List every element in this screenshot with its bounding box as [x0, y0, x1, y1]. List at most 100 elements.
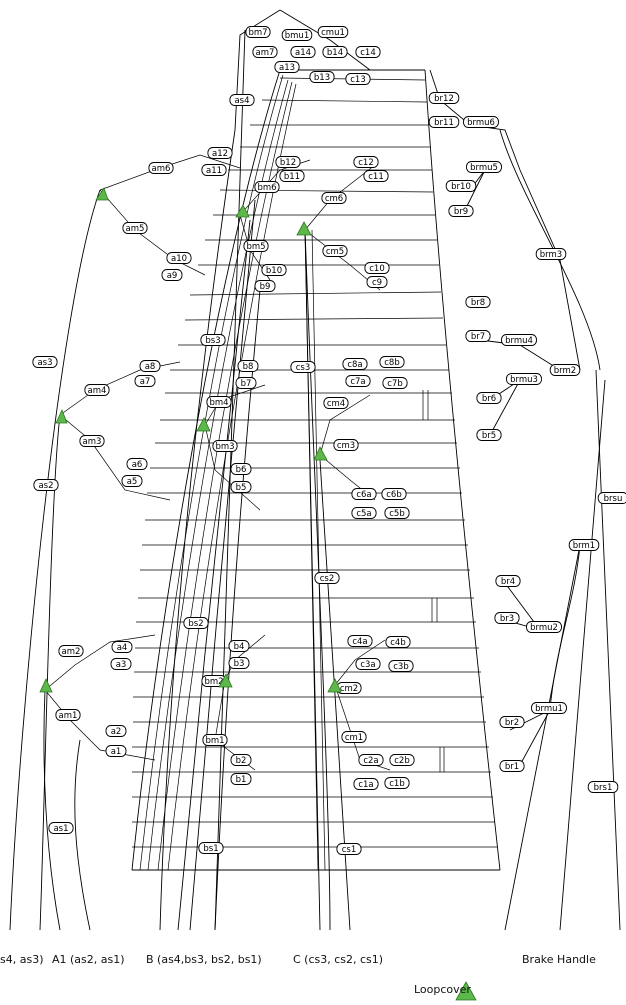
label-text-cm4: cm4	[327, 399, 345, 409]
label-br11: br11	[428, 116, 460, 128]
label-a13: a13	[274, 61, 300, 73]
label-a3: a3	[110, 658, 132, 670]
label-text-cm6: cm6	[325, 194, 343, 204]
label-text-b8: b8	[243, 362, 254, 372]
label-text-a8: a8	[145, 362, 156, 372]
label-c12: c12	[353, 156, 379, 168]
label-brmu2: brmu2	[526, 621, 562, 633]
label-b9: b9	[254, 280, 276, 292]
label-text-br11: br11	[434, 118, 454, 128]
label-c2b: c2b	[389, 754, 415, 766]
label-text-brm3: brm3	[540, 250, 562, 260]
label-text-c9: c9	[372, 278, 382, 288]
label-text-cm5: cm5	[326, 247, 344, 257]
label-text-cs3: cs3	[296, 363, 311, 373]
label-text-a10: a10	[171, 254, 187, 264]
label-text-bm4: bm4	[209, 398, 228, 408]
label-a4: a4	[111, 641, 133, 653]
label-cs3: cs3	[290, 361, 316, 373]
label-text-c5a: c5a	[356, 509, 371, 519]
label-c3a: c3a	[355, 658, 381, 670]
label-text-br3: br3	[500, 614, 514, 624]
label-text-b4: b4	[234, 642, 245, 652]
label-text-c2b: c2b	[394, 756, 409, 766]
label-text-brmu6: brmu6	[467, 118, 495, 128]
label-a11: a11	[201, 164, 227, 176]
sail-vertical-lines	[139, 74, 445, 871]
label-text-cmu1: cmu1	[321, 28, 345, 38]
label-br5: br5	[476, 429, 502, 441]
label-text-as3: as3	[37, 358, 52, 368]
label-b11: b11	[279, 170, 305, 182]
label-text-as1: as1	[53, 824, 68, 834]
label-a9: a9	[161, 269, 183, 281]
label-text-b14: b14	[327, 48, 343, 58]
label-text-brmu4: brmu4	[505, 336, 533, 346]
label-text-cs1: cs1	[342, 845, 357, 855]
label-c10: c10	[364, 262, 390, 274]
label-cm1: cm1	[341, 731, 367, 743]
label-bs1: bs1	[198, 842, 224, 854]
label-c4a: c4a	[347, 635, 373, 647]
label-a14: a14	[290, 46, 316, 58]
label-text-b7: b7	[241, 379, 252, 389]
label-text-br12: br12	[434, 94, 454, 104]
label-c4b: c4b	[385, 636, 411, 648]
label-c13: c13	[345, 73, 371, 85]
label-b7: b7	[235, 377, 257, 389]
label-br1: br1	[499, 760, 525, 772]
label-b13: b13	[309, 71, 335, 83]
label-text-br1: br1	[505, 762, 519, 772]
label-cm4: cm4	[323, 397, 349, 409]
label-text-br4: br4	[501, 577, 515, 587]
label-text-cm3: cm3	[337, 441, 355, 451]
label-text-am3: am3	[83, 437, 102, 447]
label-a6: a6	[126, 458, 148, 470]
label-a1: a1	[105, 745, 127, 757]
label-c8a: c8a	[342, 358, 368, 370]
label-am6: am6	[148, 162, 174, 174]
label-b3: b3	[228, 657, 250, 669]
label-text-c1b: c1b	[389, 779, 404, 789]
label-text-bm6: bm6	[257, 183, 276, 193]
label-text-b12: b12	[280, 158, 296, 168]
label-b14: b14	[322, 46, 348, 58]
label-a10: a10	[166, 252, 192, 264]
footer-brake-handle: Brake Handle	[522, 953, 596, 966]
label-text-brsu: brsu	[604, 494, 623, 504]
label-text-c11: c11	[368, 172, 384, 182]
label-text-b2: b2	[236, 756, 247, 766]
label-b10: b10	[261, 264, 287, 276]
label-brmu3: brmu3	[506, 373, 542, 385]
label-text-c7a: c7a	[350, 377, 365, 387]
label-bmu1: bmu1	[281, 29, 313, 41]
label-bm7: bm7	[245, 26, 271, 38]
label-br4: br4	[495, 575, 521, 587]
label-text-bs1: bs1	[203, 844, 218, 854]
label-text-brmu2: brmu2	[530, 623, 558, 633]
label-c1a: c1a	[353, 778, 379, 790]
label-text-brmu3: brmu3	[510, 375, 538, 385]
label-text-c2a: c2a	[363, 756, 378, 766]
label-text-c10: c10	[369, 264, 385, 274]
legend-triangle-icon	[455, 981, 477, 1001]
label-text-am2: am2	[62, 647, 81, 657]
label-text-b10: b10	[266, 266, 282, 276]
label-c8b: c8b	[379, 356, 405, 368]
label-c6a: c6a	[351, 488, 377, 500]
label-text-a3: a3	[116, 660, 127, 670]
label-bm4: bm4	[206, 396, 232, 408]
label-bs3: bs3	[200, 334, 226, 346]
label-text-bm7: bm7	[248, 28, 267, 38]
label-b8: b8	[237, 360, 259, 372]
label-am2: am2	[58, 645, 84, 657]
label-text-b9: b9	[260, 282, 271, 292]
legend-label: Loopcover	[414, 983, 471, 996]
label-text-bs3: bs3	[205, 336, 220, 346]
label-text-c4a: c4a	[352, 637, 367, 647]
label-br10: br10	[445, 180, 477, 192]
label-text-a6: a6	[132, 460, 143, 470]
label-cmu1: cmu1	[317, 26, 349, 38]
label-text-brs1: brs1	[594, 783, 613, 793]
